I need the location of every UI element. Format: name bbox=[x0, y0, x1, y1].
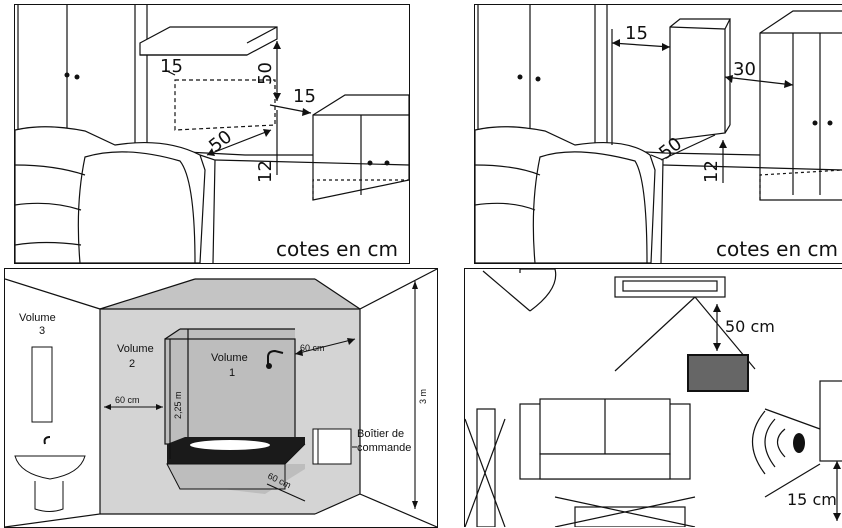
dim-60-right-label: 60 cm bbox=[300, 343, 325, 353]
tv-bottom-crossed bbox=[574, 506, 686, 527]
dim-12-label: 12 bbox=[701, 160, 722, 183]
cabinet-knob bbox=[64, 72, 70, 78]
dim-50cm-label: 50 cm bbox=[725, 317, 775, 336]
panel-bottom-left-bathroom: Volume 3 Volume 2 Volume 1 60 cm 60 cm 6… bbox=[4, 268, 438, 528]
volume-1-zone bbox=[165, 329, 295, 444]
dim-15b-label: 15 bbox=[293, 86, 316, 107]
top-right-drawing: 15 30 50 12 bbox=[475, 5, 842, 263]
dim-3m-label: 3 m bbox=[418, 389, 428, 404]
volume-1-label-2: 1 bbox=[229, 367, 235, 379]
control-box-label-1: Boîtier de bbox=[357, 428, 404, 440]
volume-3-label-2: 3 bbox=[39, 325, 45, 337]
speaker-dot bbox=[793, 433, 805, 453]
dim-60-left-label: 60 cm bbox=[115, 395, 140, 405]
dim-15cm-label: 15 cm bbox=[787, 490, 837, 509]
top-left-drawing: 15 50 15 50 12 bbox=[15, 5, 409, 263]
floorplan-drawing: 50 cm 15 cm bbox=[465, 269, 842, 527]
units-caption: cotes en cm bbox=[273, 237, 401, 261]
dim-12-label: 12 bbox=[255, 160, 276, 183]
volume-3-label-1: Volume bbox=[19, 312, 56, 324]
bathtub-basin bbox=[190, 440, 270, 450]
tv-footprint-dashed bbox=[174, 79, 276, 131]
dim-30-label: 30 bbox=[733, 59, 756, 80]
panel-bottom-right-floorplan: 50 cm 15 cm bbox=[464, 268, 842, 527]
dim-15a-label: 15 bbox=[160, 56, 183, 77]
tv-box bbox=[669, 18, 731, 141]
control-box-label-2: commande bbox=[357, 442, 411, 454]
door bbox=[482, 270, 531, 312]
volume-2-label-2: 2 bbox=[129, 358, 135, 370]
cabinet-knob bbox=[367, 160, 373, 166]
mirror bbox=[31, 346, 53, 423]
shelf-top bbox=[139, 26, 278, 56]
tv-center-screen bbox=[687, 354, 749, 392]
units-caption: cotes en cm bbox=[713, 237, 841, 261]
bathroom-drawing: Volume 3 Volume 2 Volume 1 60 cm 60 cm 6… bbox=[5, 269, 437, 527]
volume-2-label-1: Volume bbox=[117, 343, 154, 355]
panel-top-right-diagram: 15 30 50 12 cotes en cm bbox=[474, 4, 842, 264]
dim-line-50b bbox=[206, 129, 272, 156]
dim-15-label: 15 bbox=[625, 23, 648, 44]
tv-right bbox=[819, 380, 842, 462]
volume-1-label-1: Volume bbox=[211, 352, 248, 364]
dim-225-label: 2,25 m bbox=[173, 391, 183, 419]
cabinet-knob bbox=[74, 74, 80, 80]
wardrobe bbox=[759, 10, 842, 201]
cabinet-knob bbox=[384, 160, 390, 166]
tv-left-crossed bbox=[476, 408, 496, 527]
panel-top-left-diagram: 15 50 15 50 12 cotes en cm bbox=[14, 4, 410, 264]
sink bbox=[14, 455, 86, 480]
control-box-heater bbox=[312, 428, 352, 465]
dim-50a-label: 50 bbox=[255, 62, 276, 85]
shower-head bbox=[267, 349, 284, 364]
